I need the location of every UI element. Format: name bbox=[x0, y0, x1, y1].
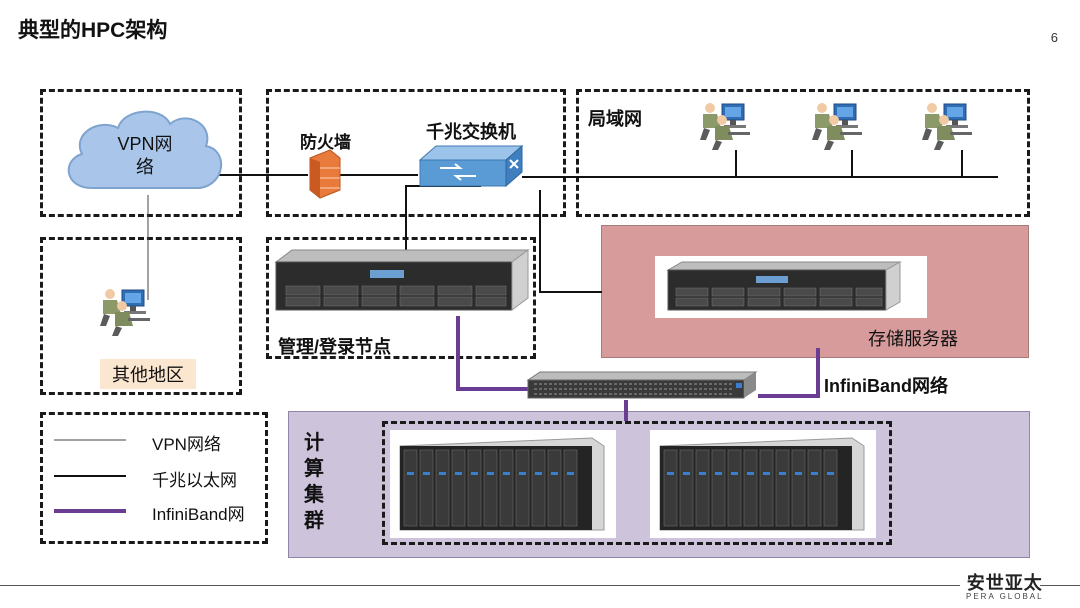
compute-cluster-char: 计 bbox=[304, 432, 324, 454]
compute-cluster-char: 群 bbox=[304, 510, 324, 532]
firewall-switch-group-box bbox=[266, 89, 566, 217]
compute-cluster-char: 算 bbox=[304, 458, 324, 480]
page-number: 6 bbox=[1050, 30, 1058, 45]
other-region-group-box bbox=[40, 237, 242, 395]
lan-workstation-2-icon bbox=[811, 102, 863, 151]
compute-cluster-label: 计 算 集 群 bbox=[302, 430, 326, 534]
mgmt-login-node-label: 管理/登录节点 bbox=[278, 337, 392, 357]
lan-label: 局域网 bbox=[588, 109, 642, 129]
vpn-group-box bbox=[40, 89, 242, 217]
infiniband-network-label: InfiniBand网络 bbox=[824, 376, 948, 396]
compute-cluster-char: 集 bbox=[304, 484, 324, 506]
vpn-lines bbox=[54, 195, 149, 441]
mgmt-node-group-box bbox=[266, 237, 536, 359]
compute-chassis-2-photo bbox=[650, 430, 876, 538]
firewall-icon bbox=[309, 149, 341, 199]
logo-sub-text: PERA GLOBAL bbox=[966, 592, 1044, 601]
footer-divider-right bbox=[1040, 585, 1080, 586]
lan-workstation-3-icon bbox=[921, 102, 973, 151]
company-logo: 安世亚太 PERA GLOBAL bbox=[966, 574, 1044, 601]
slide-title: 典型的HPC架构 bbox=[18, 19, 168, 42]
vpn-network-label: VPN网 络 bbox=[117, 134, 173, 177]
compute-chassis-1-photo bbox=[390, 430, 616, 538]
firewall-label: 防火墙 bbox=[300, 133, 351, 152]
infiniband-lines bbox=[54, 316, 820, 513]
lan-group-box bbox=[576, 89, 1030, 217]
footer-divider bbox=[0, 585, 960, 586]
legend-infiniband-label: InfiniBand网 bbox=[152, 505, 245, 524]
legend-box bbox=[40, 412, 268, 544]
ethernet-lines bbox=[54, 150, 998, 477]
lan-workstation-1-icon bbox=[699, 102, 751, 151]
legend-ethernet-label: 千兆以太网 bbox=[152, 471, 237, 490]
other-region-workstation-icon bbox=[99, 288, 151, 337]
storage-server-label: 存储服务器 bbox=[868, 329, 958, 349]
other-region-label: 其他地区 bbox=[100, 359, 196, 389]
legend-vpn-label: VPN网络 bbox=[152, 435, 221, 454]
compute-servers-box bbox=[382, 421, 892, 545]
mgmt-server-icon bbox=[274, 249, 530, 311]
gigabit-switch-label: 千兆交换机 bbox=[426, 122, 516, 142]
storage-server-photo bbox=[655, 256, 927, 318]
logo-main-text: 安世亚太 bbox=[966, 573, 1043, 593]
gigabit-switch-icon bbox=[418, 144, 524, 188]
infiniband-switch-icon bbox=[526, 371, 758, 399]
vpn-cloud-icon bbox=[67, 110, 222, 189]
